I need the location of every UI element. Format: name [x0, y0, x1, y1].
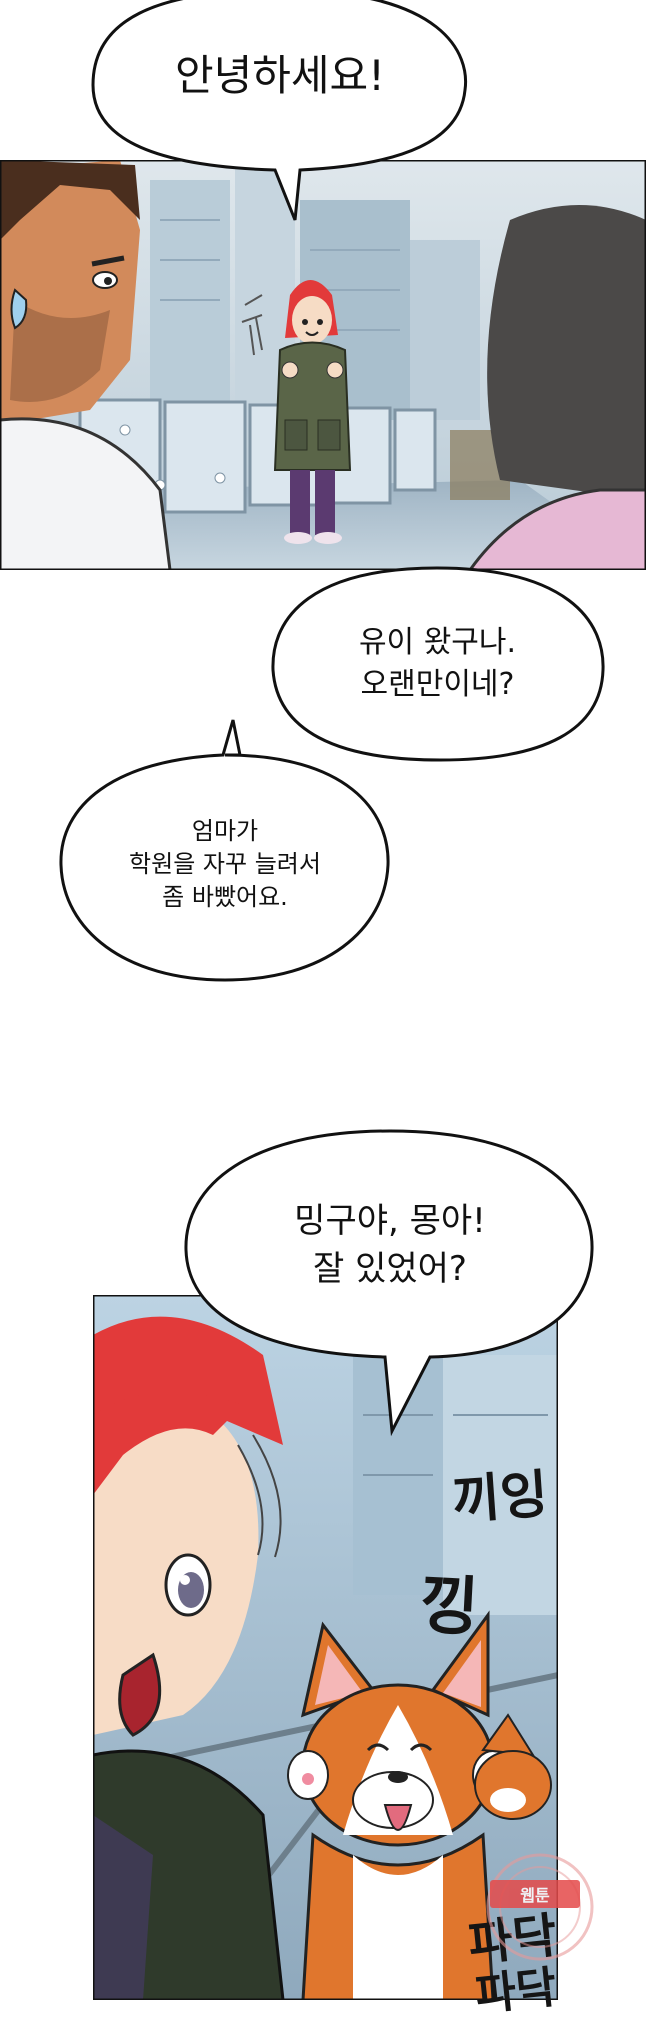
speech-bubble-greeting: 안녕하세요!: [85, 0, 475, 221]
watermark-seal: 웹툰: [430, 1842, 630, 1972]
greeting-line-1: 안녕하세요!: [174, 51, 386, 100]
panel-street-scene: [0, 160, 646, 570]
street-scene-art: [0, 160, 646, 570]
excuse-line-2: 학원을 자꾸 늘려서: [129, 850, 321, 878]
sfx-whimper: 낑: [417, 1568, 481, 1646]
speech-bubble-excuse: 엄마가 학원을 자꾸 늘려서 좀 바빴어요.: [55, 715, 395, 985]
excuse-text: 엄마가 학원을 자꾸 늘려서 좀 바빴어요.: [55, 815, 395, 914]
corgi-small: [474, 1713, 552, 1820]
speech-bubble-reply: 유이 왔구나. 오랜만이네?: [265, 560, 610, 785]
speech-bubble-dogs: 밍구야, 몽아! 잘 있었어?: [180, 1125, 600, 1437]
sfx-whine: 끼잉: [450, 1464, 551, 1532]
reply-line-1: 유이 왔구나.: [358, 625, 517, 660]
excuse-line-3: 좀 바빴어요.: [162, 883, 288, 911]
corgi-main: [287, 1610, 514, 2000]
girl-figure: [273, 280, 352, 544]
reply-line-2: 오랜만이네?: [360, 667, 515, 702]
corgi-scene-art: [93, 1295, 558, 2000]
greeting-text: 안녕하세요!: [85, 42, 475, 103]
panel-corgi-scene: [93, 1295, 558, 2000]
dogs-line-2: 잘 있었어?: [313, 1249, 467, 1289]
dogs-text: 밍구야, 몽아! 잘 있었어?: [180, 1197, 600, 1293]
woman-figure: [468, 205, 646, 570]
girl-closeup: [93, 1316, 285, 2000]
man-figure: [0, 160, 172, 570]
excuse-line-1: 엄마가: [191, 817, 259, 845]
watermark-label: 웹툰: [490, 1880, 580, 1908]
reply-text: 유이 왔구나. 오랜만이네?: [265, 622, 610, 706]
dogs-line-1: 밍구야, 몽아!: [294, 1201, 486, 1241]
